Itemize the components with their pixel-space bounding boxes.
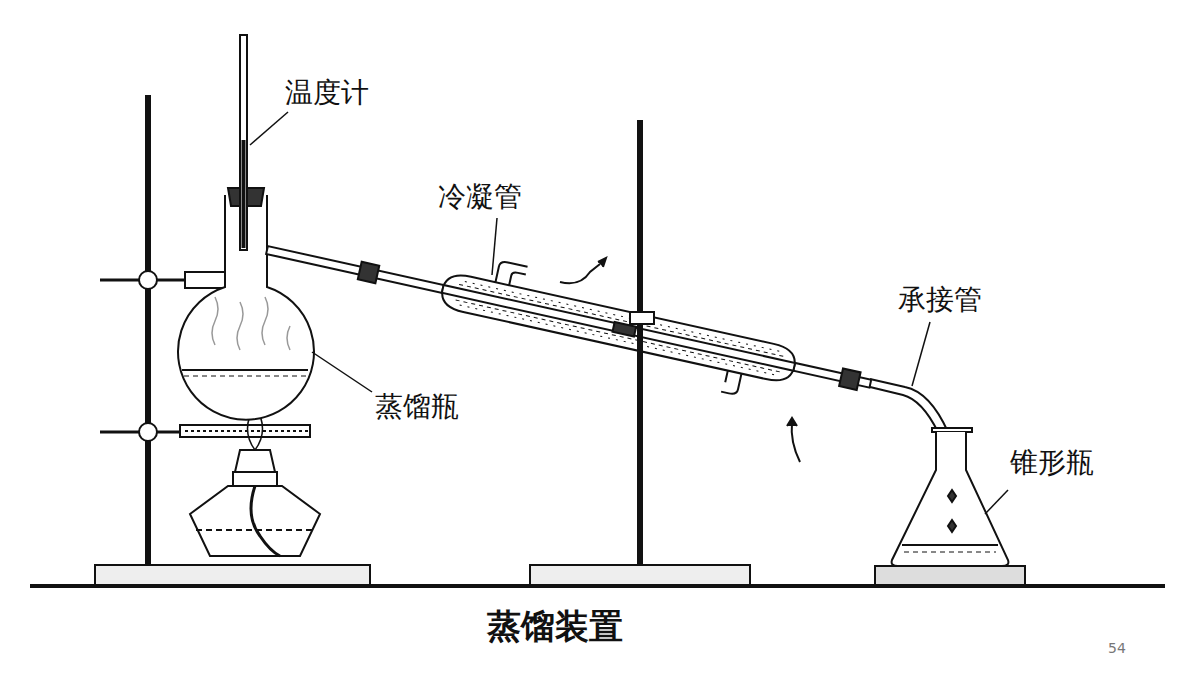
part-name: 承接管 [898, 285, 982, 316]
part-name: 温度计 [285, 78, 369, 109]
page-number: 54 [1108, 641, 1126, 656]
water-out-arrow [560, 264, 600, 283]
part-name: 冷凝管 [438, 182, 522, 213]
part-name: 蒸馏瓶 [375, 392, 459, 423]
adapter-tube [870, 379, 948, 432]
leader-lines [250, 112, 1008, 514]
condenser [258, 211, 879, 423]
middle-stand [530, 120, 750, 585]
alcohol-lamp [190, 405, 320, 556]
conical-flask [875, 428, 1025, 585]
water-in-arrow [792, 422, 800, 462]
part-name: 锥形瓶 [1010, 448, 1094, 479]
left-stand [95, 95, 370, 585]
caption: 蒸馏装置 [487, 608, 623, 645]
